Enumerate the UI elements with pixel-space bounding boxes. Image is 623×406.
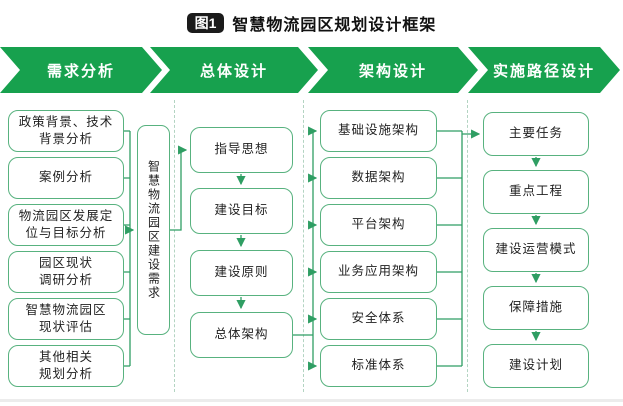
box-label: 智慧物流园区 (25, 302, 107, 317)
column-separator (174, 100, 175, 392)
box-label: 主要任务 (508, 126, 563, 141)
column-separator (467, 100, 468, 392)
figure-title: 图1 智慧物流园区规划设计框架 (0, 11, 623, 35)
stage-banner-label: 需求分析 (46, 62, 115, 80)
figure-number-badge: 图1 (186, 12, 225, 34)
box-label: 建设运营模式 (495, 242, 577, 257)
demand-to-overall-arrow (170, 145, 188, 231)
demand-collector-lines (124, 130, 135, 367)
box-construction-goals: 建设目标 (190, 188, 293, 234)
stage-banner-architecture-design: 架构设计 (308, 47, 478, 93)
stage-banner-implementation-path-design: 实施路径设计 (468, 47, 620, 93)
box-label: 物流园区发展定 (18, 208, 114, 223)
box-label: 基础设施架构 (337, 123, 419, 138)
architecture-to-implementation-lines (437, 129, 481, 367)
box-park-status-research: 园区现状 调研分析 (8, 251, 124, 293)
box-park-development-positioning-goals: 物流园区发展定 位与目标分析 (8, 204, 124, 246)
box-business-application-architecture: 业务应用架构 (320, 251, 437, 293)
box-construction-operation-mode: 建设运营模式 (483, 228, 589, 272)
box-label: 平台架构 (351, 217, 406, 232)
box-guiding-ideology: 指导思想 (190, 127, 293, 173)
box-standards-system: 标准体系 (320, 345, 437, 387)
box-label: 业务应用架构 (337, 264, 419, 279)
box-main-tasks: 主要任务 (483, 112, 589, 156)
box-label: 安全体系 (351, 311, 406, 326)
box-label: 建设原则 (214, 265, 269, 280)
box-infrastructure-architecture: 基础设施架构 (320, 110, 437, 152)
overall-to-architecture-lines (293, 126, 318, 371)
stage-banner-demand-analysis: 需求分析 (0, 47, 162, 93)
stage-banner-label: 实施路径设计 (492, 62, 595, 80)
box-label: 现状评估 (38, 320, 93, 334)
box-label: 建设目标 (214, 203, 269, 218)
box-key-projects: 重点工程 (483, 170, 589, 214)
stage-banner-overall-design: 总体设计 (150, 47, 318, 93)
box-policy-tech-background-analysis: 政策背景、技术 背景分析 (8, 110, 124, 152)
box-construction-demand-summary: 智慧物流园区建设需求 (137, 125, 170, 335)
box-label: 规划分析 (38, 367, 93, 381)
box-label: 案例分析 (38, 170, 93, 185)
box-label: 园区现状 (38, 255, 93, 270)
box-label: 调研分析 (38, 273, 93, 287)
box-label: 指导思想 (214, 142, 269, 157)
box-construction-plan: 建设计划 (483, 344, 589, 388)
box-label: 位与目标分析 (25, 226, 107, 240)
box-label: 总体架构 (214, 327, 269, 342)
box-label: 智慧物流园区建设需求 (146, 160, 161, 300)
box-label: 重点工程 (508, 184, 563, 199)
box-label: 建设计划 (508, 358, 563, 373)
box-construction-principles: 建设原则 (190, 250, 293, 296)
box-label: 背景分析 (38, 132, 93, 146)
page-bottom-edge (0, 399, 623, 402)
figure-title-text: 智慧物流园区规划设计框架 (232, 17, 437, 34)
box-data-architecture: 数据架构 (320, 157, 437, 199)
box-label: 政策背景、技术 (18, 114, 114, 129)
box-safeguard-measures: 保障措施 (483, 286, 589, 330)
box-case-analysis: 案例分析 (8, 157, 124, 199)
box-platform-architecture: 平台架构 (320, 204, 437, 246)
box-security-system: 安全体系 (320, 298, 437, 340)
stage-banner-label: 总体设计 (199, 62, 268, 80)
box-overall-architecture: 总体架构 (190, 312, 293, 358)
box-other-related-planning-analysis: 其他相关 规划分析 (8, 345, 124, 387)
box-label: 其他相关 (38, 349, 93, 364)
stage-banner-label: 架构设计 (358, 62, 427, 80)
column-separator (303, 100, 304, 392)
box-label: 数据架构 (351, 170, 406, 185)
box-label: 保障措施 (508, 300, 563, 315)
box-smart-park-status-assessment: 智慧物流园区 现状评估 (8, 298, 124, 340)
box-label: 标准体系 (351, 358, 406, 373)
